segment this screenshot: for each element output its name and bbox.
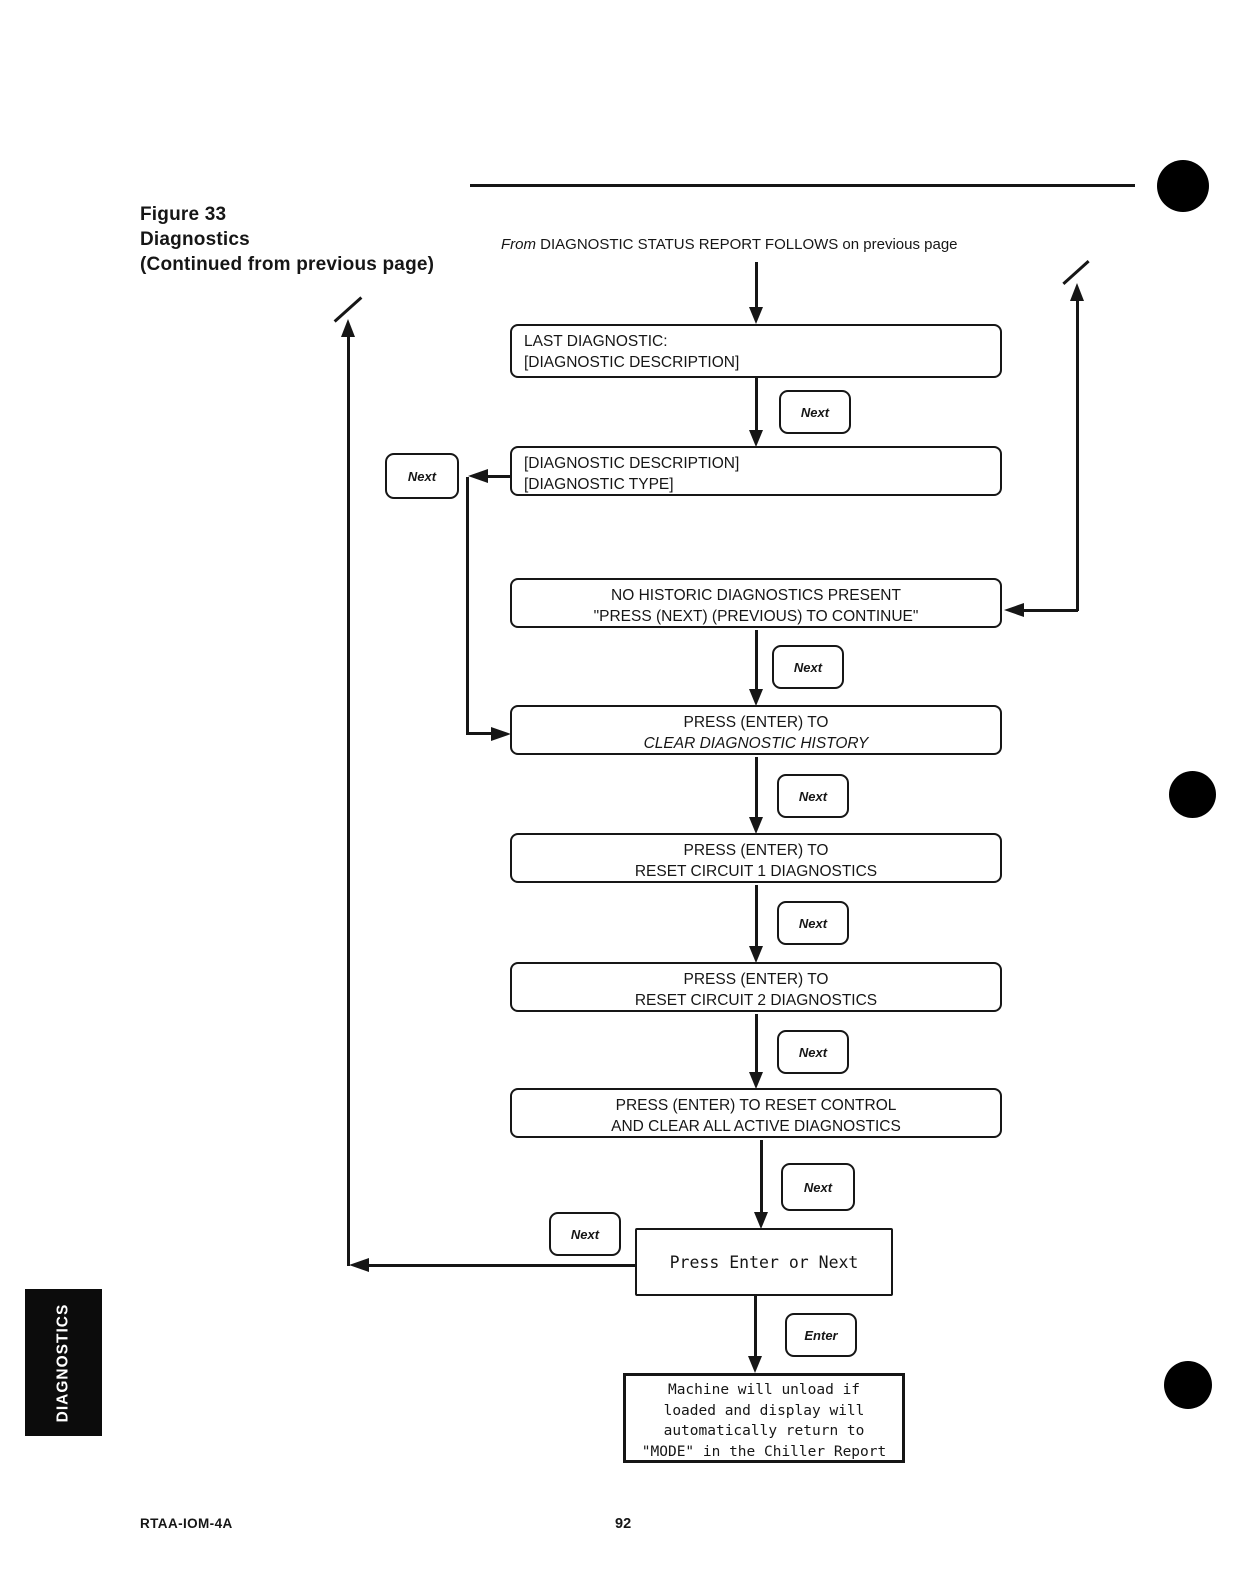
- flow-box-line: Press Enter or Next: [669, 1252, 859, 1272]
- section-tab-diagnostics: DIAGNOSTICS: [25, 1289, 102, 1436]
- flow-box-machine-unload: Machine will unload if loaded and displa…: [623, 1373, 905, 1463]
- arrowhead-left-icon: [468, 469, 488, 483]
- arrowhead-down-icon: [754, 1212, 768, 1229]
- arrowhead-up-icon: [1070, 283, 1084, 301]
- arrowhead-down-icon: [748, 1356, 762, 1373]
- flow-box-line: LAST DIAGNOSTIC:: [524, 333, 668, 350]
- flow-box-line: RESET CIRCUIT 1 DIAGNOSTICS: [634, 863, 878, 880]
- flow-box-clear-history: PRESS (ENTER) TO CLEAR DIAGNOSTIC HISTOR…: [510, 705, 1002, 755]
- binding-dot-icon: [1169, 771, 1216, 818]
- next-key: Next: [549, 1212, 621, 1256]
- next-key: Next: [772, 645, 844, 689]
- flow-box-line: PRESS (ENTER) TO: [683, 714, 829, 731]
- next-key-label: Next: [798, 788, 828, 804]
- arrowhead-down-icon: [749, 430, 763, 447]
- arrowhead-left-icon: [1004, 603, 1024, 617]
- arrowhead-up-icon: [341, 319, 355, 337]
- flow-box-line: CLEAR DIAGNOSTIC HISTORY: [643, 735, 869, 752]
- flow-line: [755, 885, 758, 947]
- next-key-label: Next: [798, 1044, 828, 1060]
- flow-box-line: PRESS (ENTER) TO: [683, 971, 829, 988]
- flow-box-press-enter-or-next: Press Enter or Next: [635, 1228, 893, 1296]
- figure-label: Figure 33: [140, 204, 227, 225]
- top-rule: [470, 184, 1135, 187]
- arrowhead-down-icon: [749, 689, 763, 706]
- next-key: Next: [777, 1030, 849, 1074]
- section-tab-label: DIAGNOSTICS: [54, 1303, 72, 1422]
- next-key: Next: [781, 1163, 855, 1211]
- next-key-label: Next: [407, 468, 437, 484]
- flow-line: [755, 1014, 758, 1074]
- flow-line: [466, 732, 492, 735]
- flow-box-line: Machine will unload if: [667, 1382, 861, 1398]
- flow-line: [347, 336, 350, 1266]
- flow-box-no-historic: NO HISTORIC DIAGNOSTICS PRESENT "PRESS (…: [510, 578, 1002, 628]
- figure-title: Diagnostics: [140, 229, 250, 250]
- document-code: RTAA-IOM-4A: [140, 1516, 233, 1531]
- flow-entry-caption: From DIAGNOSTIC STATUS REPORT FOLLOWS on…: [501, 236, 1061, 253]
- continuation-tick-icon: [1062, 260, 1090, 285]
- arrowhead-right-icon: [491, 727, 511, 741]
- arrowhead-down-icon: [749, 1072, 763, 1089]
- flow-line: [755, 630, 758, 690]
- flow-box-last-diagnostic: LAST DIAGNOSTIC: [DIAGNOSTIC DESCRIPTION…: [510, 324, 1002, 378]
- flow-box-line: automatically return to: [663, 1423, 865, 1439]
- flow-line: [1024, 609, 1078, 612]
- flow-box-diagnostic-description: [DIAGNOSTIC DESCRIPTION] [DIAGNOSTIC TYP…: [510, 446, 1002, 496]
- flow-box-line: NO HISTORIC DIAGNOSTICS PRESENT: [611, 587, 901, 604]
- flow-line: [754, 1296, 757, 1358]
- next-key-label: Next: [793, 659, 823, 675]
- flow-box-line: loaded and display will: [663, 1402, 865, 1419]
- binding-dot-icon: [1157, 160, 1209, 212]
- binding-dot-icon: [1164, 1361, 1212, 1409]
- flow-box-line: [DIAGNOSTIC DESCRIPTION]: [524, 455, 740, 472]
- flow-box-reset-control: PRESS (ENTER) TO RESET CONTROL AND CLEAR…: [510, 1088, 1002, 1138]
- flow-box-reset-circuit-1: PRESS (ENTER) TO RESET CIRCUIT 1 DIAGNOS…: [510, 833, 1002, 883]
- flow-box-line: AND CLEAR ALL ACTIVE DIAGNOSTICS: [611, 1118, 901, 1135]
- flow-line: [755, 378, 758, 432]
- flow-line: [755, 757, 758, 819]
- next-key: Next: [777, 901, 849, 945]
- flow-box-line: PRESS (ENTER) TO RESET CONTROL: [615, 1097, 897, 1114]
- flow-line: [488, 475, 510, 478]
- arrowhead-down-icon: [749, 307, 763, 324]
- figure-heading: Figure 33 Diagnostics (Continued from pr…: [140, 202, 560, 277]
- next-key-label: Next: [798, 915, 828, 931]
- page-number: 92: [615, 1516, 632, 1532]
- flow-box-line: "MODE" in the Chiller Report: [641, 1443, 887, 1460]
- flow-box-line: "PRESS (NEXT) (PREVIOUS) TO CONTINUE": [593, 608, 919, 625]
- flow-line: [755, 262, 758, 308]
- flow-line: [466, 477, 469, 733]
- flow-box-reset-circuit-2: PRESS (ENTER) TO RESET CIRCUIT 2 DIAGNOS…: [510, 962, 1002, 1012]
- flow-entry-caption-text: DIAGNOSTIC STATUS REPORT FOLLOWS on prev…: [540, 236, 958, 253]
- arrowhead-down-icon: [749, 946, 763, 963]
- flow-box-line: [DIAGNOSTIC DESCRIPTION]: [524, 354, 740, 371]
- next-key: Next: [385, 453, 459, 499]
- next-key-label: Next: [803, 1179, 833, 1195]
- enter-key-label: Enter: [804, 1327, 838, 1343]
- flow-line: [1076, 299, 1079, 611]
- flow-box-line: PRESS (ENTER) TO: [683, 842, 829, 859]
- enter-key: Enter: [785, 1313, 857, 1357]
- arrowhead-down-icon: [749, 817, 763, 834]
- flow-line: [760, 1140, 763, 1214]
- flow-box-line: [DIAGNOSTIC TYPE]: [524, 476, 674, 493]
- flow-line: [368, 1264, 635, 1267]
- next-key-label: Next: [800, 404, 830, 420]
- flow-box-line: RESET CIRCUIT 2 DIAGNOSTICS: [634, 992, 878, 1009]
- next-key: Next: [779, 390, 851, 434]
- flow-entry-caption-from: From: [501, 236, 536, 253]
- next-key: Next: [777, 774, 849, 818]
- figure-subtitle: (Continued from previous page): [140, 254, 435, 275]
- next-key-label: Next: [570, 1226, 600, 1242]
- arrowhead-left-icon: [349, 1258, 369, 1272]
